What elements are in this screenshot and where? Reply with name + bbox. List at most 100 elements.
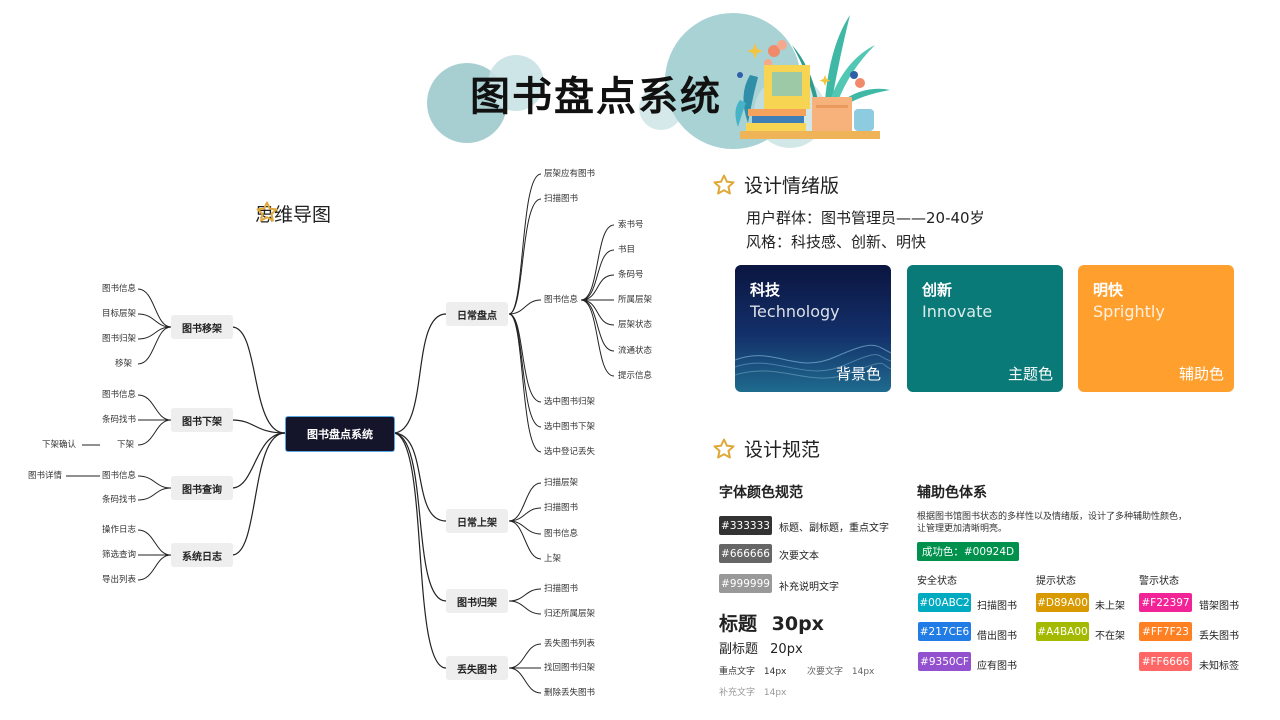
- node-system-log[interactable]: 系统日志: [171, 543, 233, 567]
- type-extra-label: 补充文字: [719, 688, 756, 698]
- color-chip: #333333: [719, 516, 772, 535]
- type-title-label: 标题: [719, 613, 758, 635]
- leaf: 下架: [117, 440, 135, 450]
- type-minor-size: 14px: [851, 667, 875, 677]
- leaf: 丢失图书列表: [544, 639, 596, 649]
- color-desc: 补充说明文字: [779, 582, 839, 593]
- leaf: 图书信息: [102, 284, 137, 294]
- leaf: 筛选查询: [102, 550, 137, 560]
- leaf: 条码找书: [102, 415, 137, 425]
- leaf: 索书号: [618, 220, 644, 230]
- color-chip: #F22397: [1139, 593, 1192, 612]
- card-title: 科技: [750, 281, 781, 299]
- leaf: 目标层架: [102, 309, 137, 319]
- leaf: 归还所属层架: [544, 609, 596, 619]
- leaf: 图书详情: [28, 471, 63, 481]
- spec-heading-label: 设计规范: [744, 439, 821, 461]
- leaf: 扫描图书: [544, 194, 579, 204]
- type-key-label: 重点文字: [719, 667, 756, 677]
- color-chip: #FF7F23: [1139, 622, 1192, 641]
- type-title-size: 30px: [771, 613, 824, 635]
- leaf: 扫描图书: [544, 584, 579, 594]
- mindmap-section: 思维导图 图书盘点系统 图书移架 图书下架 图书查询 系统日志 图书信息 目标层…: [28, 169, 653, 698]
- books-illustration: [730, 5, 895, 145]
- aux-colors-title: 辅助色体系: [917, 485, 987, 501]
- card-subtitle: Sprightly: [1093, 302, 1165, 321]
- color-desc: 应有图书: [977, 661, 1017, 672]
- color-chip: #A4BA00: [1036, 622, 1089, 641]
- star-icon: [713, 438, 735, 458]
- color-chip: #00ABC2: [918, 593, 971, 612]
- success-chip: 成功色：#00924D: [917, 542, 1019, 561]
- leaf: 删除丢失图书: [544, 688, 596, 698]
- aux-desc-line1: 根据图书馆图书状态的多样性以及情绪版，设计了多种辅助性颜色，: [917, 512, 1188, 522]
- mindmap-heading: 思维导图: [255, 200, 331, 227]
- type-minor-sample: 次要文字 14px: [807, 664, 874, 677]
- mindmap-root[interactable]: 图书盘点系统: [285, 416, 395, 452]
- font-colors-title: 字体颜色规范: [719, 485, 803, 501]
- color-desc: 借出图书: [977, 631, 1017, 642]
- leaf: 层架应有图书: [544, 169, 596, 179]
- node-daily-shelving[interactable]: 日常上架: [446, 509, 508, 533]
- type-subtitle-sample: 副标题 20px: [719, 638, 803, 657]
- page-title: 图书盘点系统: [470, 74, 722, 120]
- card-tag: 背景色: [835, 365, 881, 383]
- group-title-safe: 安全状态: [917, 576, 957, 587]
- leaf: 导出列表: [102, 575, 137, 585]
- mood-heading-label: 设计情绪版: [744, 175, 840, 197]
- node-book-remove[interactable]: 图书下架: [171, 408, 233, 432]
- leaf: 图书信息: [102, 390, 137, 400]
- node-book-return[interactable]: 图书归架: [446, 589, 508, 613]
- leaf: 找回图书归架: [544, 663, 596, 673]
- color-chip: #9350CF: [918, 652, 971, 671]
- card-title: 创新: [922, 281, 953, 299]
- color-desc: 次要文本: [779, 551, 819, 562]
- leaf: 流通状态: [618, 346, 653, 356]
- group-title-hint: 提示状态: [1036, 576, 1076, 587]
- type-extra-sample: 补充文字 14px: [719, 685, 786, 698]
- card-tag: 辅助色: [1178, 365, 1224, 383]
- leaf: 书目: [618, 245, 636, 255]
- star-icon: [256, 201, 278, 222]
- leaf: 图书归架: [102, 334, 137, 344]
- leaf: 图书信息: [544, 529, 579, 539]
- type-key-size: 14px: [763, 667, 787, 677]
- leaf: 提示信息: [618, 371, 653, 381]
- leaf: 操作日志: [102, 525, 137, 535]
- leaf: 选中图书归架: [544, 397, 596, 407]
- card-tag: 主题色: [1007, 365, 1053, 383]
- group-title-warn: 警示状态: [1139, 576, 1179, 587]
- leaf: 下架确认: [42, 440, 77, 450]
- color-chip: #FF6666: [1139, 652, 1192, 671]
- spec-heading: 设计规范: [712, 435, 820, 462]
- leaf: 上架: [544, 554, 562, 564]
- color-chip: #999999: [719, 574, 772, 593]
- mindmap-connectors: [66, 173, 615, 694]
- card-title: 明快: [1093, 281, 1124, 299]
- mood-card-innovate: 创新 Innovate 主题色: [907, 265, 1063, 392]
- node-book-search[interactable]: 图书查询: [171, 476, 233, 500]
- leaf: 移架: [115, 359, 133, 369]
- mood-style: 风格：科技感、创新、明快: [746, 233, 927, 251]
- node-lost-books[interactable]: 丢失图书: [446, 656, 508, 680]
- color-desc: 不在架: [1095, 631, 1125, 642]
- leaf: 图书信息: [544, 295, 579, 305]
- leaf: 所属层架: [618, 295, 653, 305]
- node-book-move[interactable]: 图书移架: [171, 315, 233, 339]
- color-desc: 扫描图书: [977, 601, 1017, 612]
- type-minor-label: 次要文字: [807, 667, 844, 677]
- leaf: 层架状态: [618, 320, 653, 330]
- type-subtitle-size: 20px: [770, 642, 803, 657]
- color-chip: #217CE6: [918, 622, 971, 641]
- color-desc: 未上架: [1095, 601, 1125, 612]
- color-chip: #666666: [719, 544, 772, 563]
- color-desc: 丢失图书: [1199, 631, 1239, 642]
- leaf: 条码号: [618, 270, 644, 280]
- color-chip: #D89A00: [1036, 593, 1089, 612]
- leaf: 扫描层架: [544, 478, 579, 488]
- type-extra-size: 14px: [763, 688, 787, 698]
- leaf: 扫描图书: [544, 503, 579, 513]
- leaf: 条码找书: [102, 495, 137, 505]
- type-subtitle-label: 副标题: [719, 642, 759, 657]
- node-daily-inventory[interactable]: 日常盘点: [446, 302, 508, 326]
